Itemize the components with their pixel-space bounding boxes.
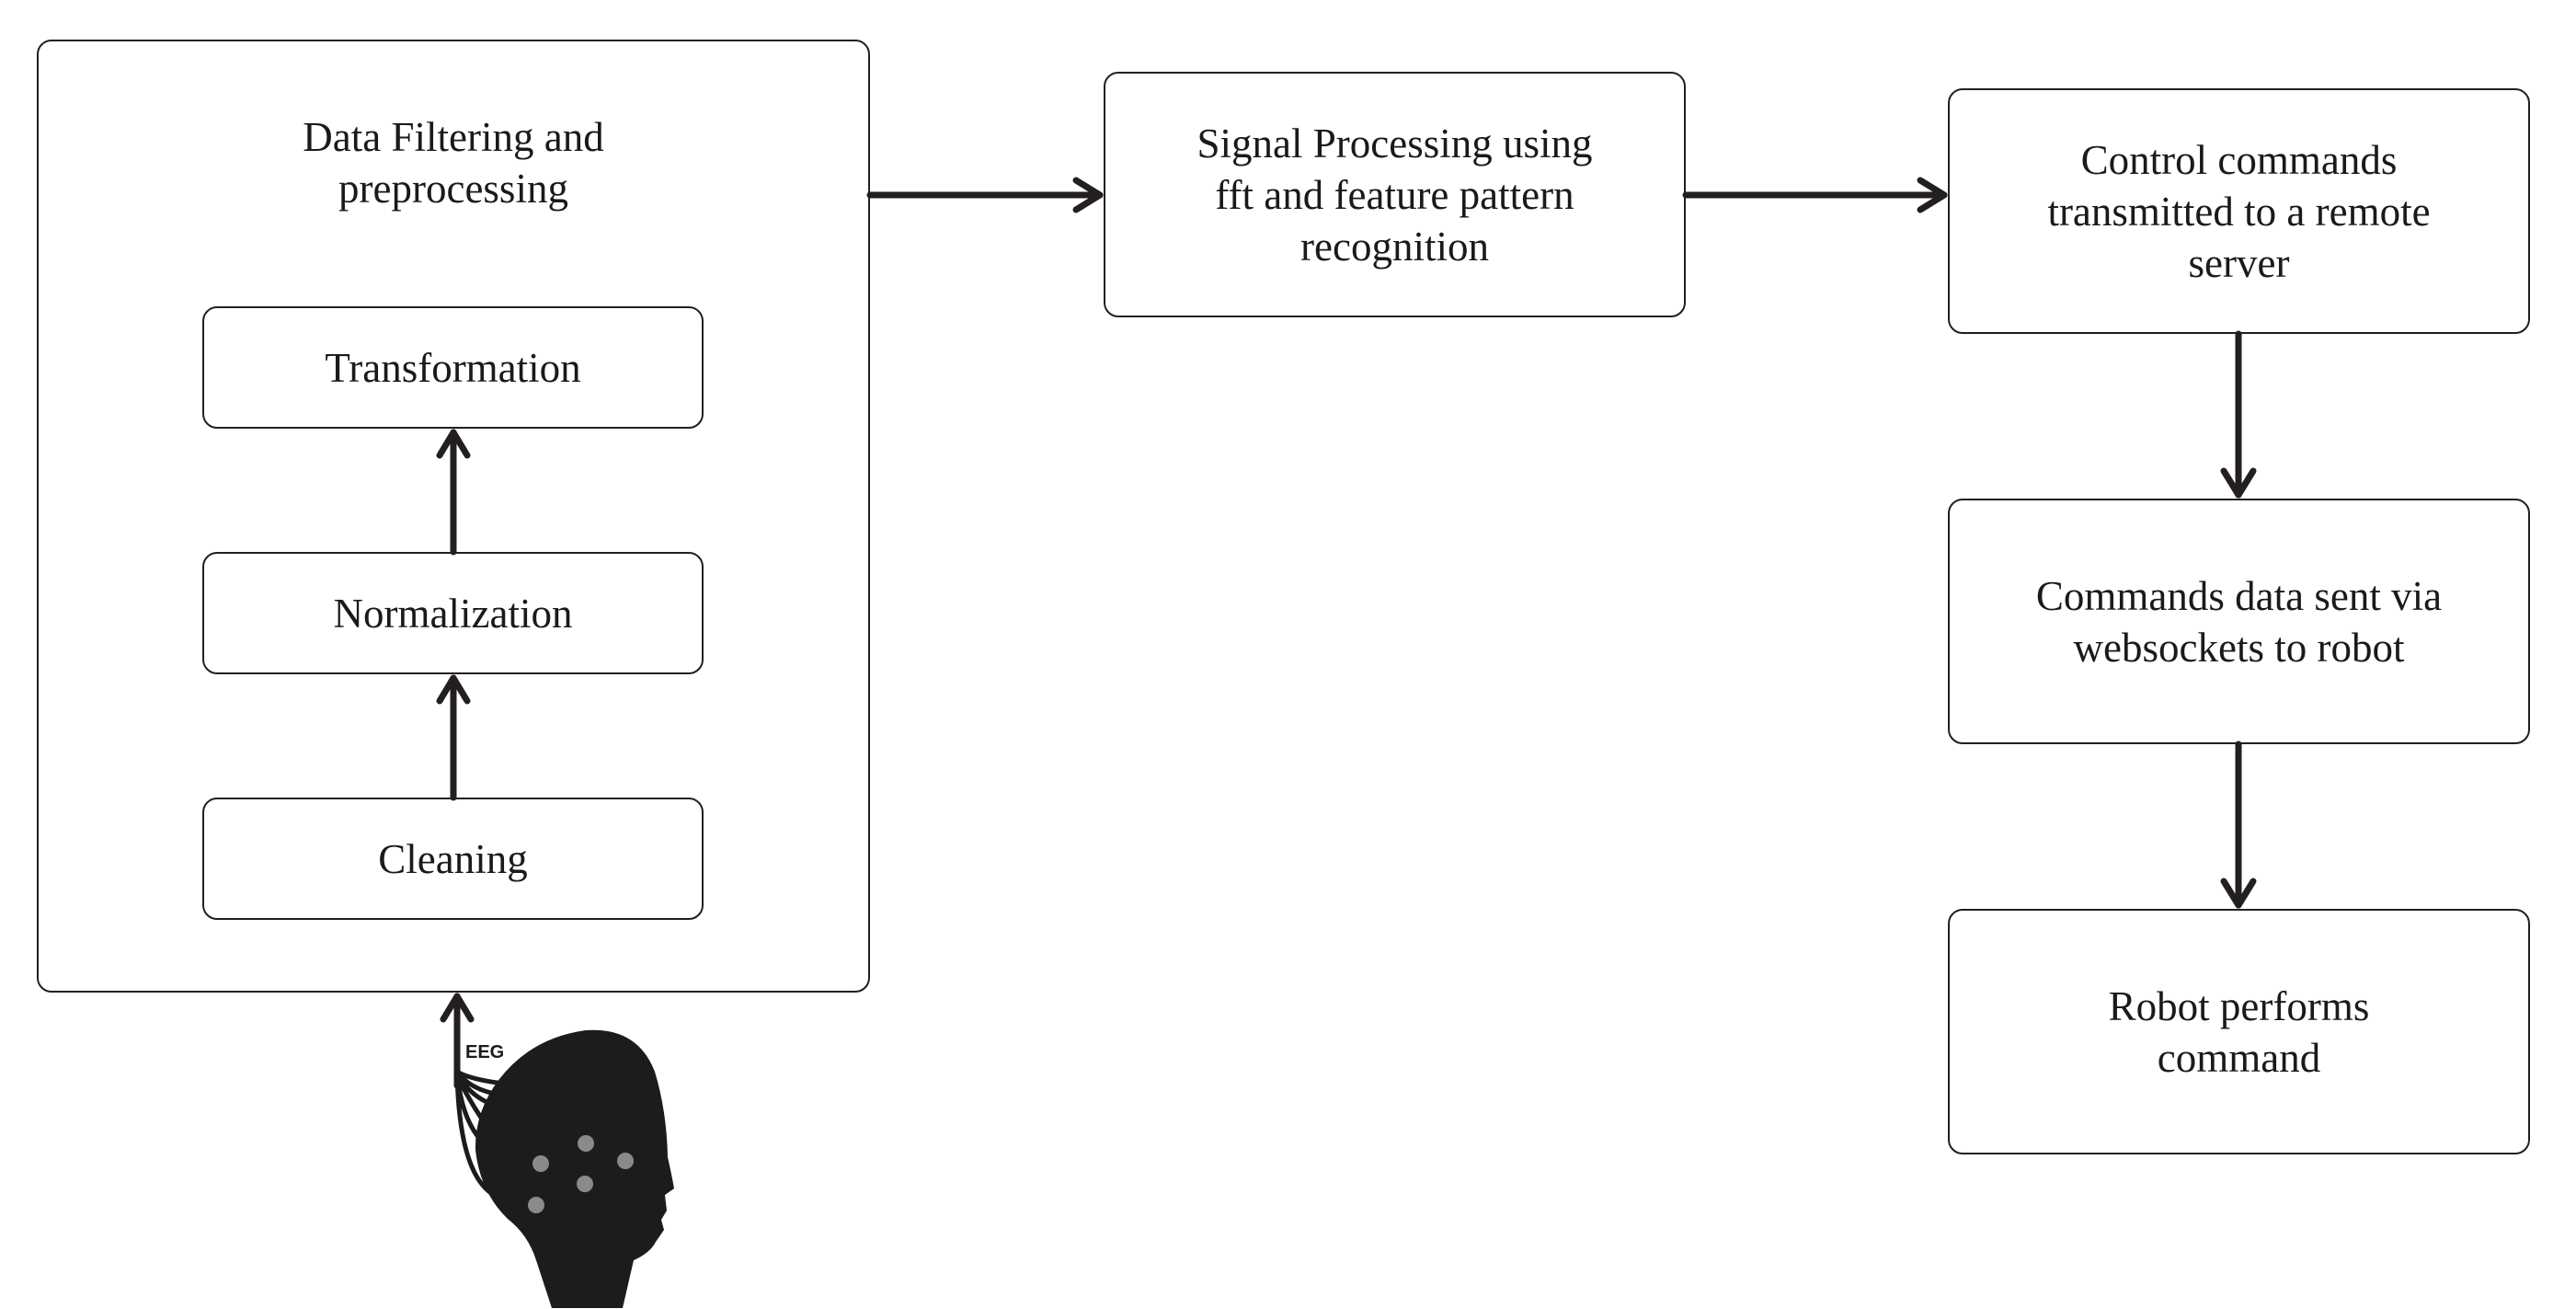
signal-processing-label: Signal Processing using fft and feature … xyxy=(1178,118,1610,272)
cleaning-box: Cleaning xyxy=(202,798,704,920)
control-commands-label: Control commands transmitted to a remote… xyxy=(2029,134,2448,289)
arrow-head-eeg-to-group xyxy=(440,993,475,1023)
robot-line2: command xyxy=(2157,1034,2321,1081)
eeg-wire xyxy=(454,1069,587,1107)
control-commands-box: Control commands transmitted to a remote… xyxy=(1948,88,2530,334)
cleaning-label: Cleaning xyxy=(378,835,528,882)
arrow-head-group-to-signal xyxy=(1072,177,1104,213)
electrodes xyxy=(526,1133,635,1215)
electrode-icon xyxy=(576,1133,596,1154)
control-line3: server xyxy=(2188,239,2290,286)
head-silhouette-icon xyxy=(475,1029,674,1308)
transformation-box: Transformation xyxy=(202,306,704,429)
eeg-wire xyxy=(454,1069,628,1116)
transformation-label: Transformation xyxy=(325,344,581,391)
eeg-label: EEG xyxy=(465,1042,504,1062)
control-line1: Control commands xyxy=(2080,136,2398,183)
commands-websocket-box: Commands data sent via websockets to rob… xyxy=(1948,499,2530,744)
arrow-head-control-to-commands xyxy=(2220,467,2257,499)
arrow-head-cleaning-to-normalization xyxy=(436,674,471,705)
commands-websocket-label: Commands data sent via websockets to rob… xyxy=(2018,570,2460,673)
eeg-wire xyxy=(454,1069,589,1140)
commands-line2: websockets to robot xyxy=(2073,624,2405,671)
signal-processing-box: Signal Processing using fft and feature … xyxy=(1104,72,1686,317)
robot-performs-label: Robot performs command xyxy=(2090,981,2388,1084)
control-line2: transmitted to a remote xyxy=(2047,188,2431,235)
group-title-line1: Data Filtering and xyxy=(303,114,604,160)
electrode-icon xyxy=(531,1154,551,1174)
arrow-head-commands-to-robot xyxy=(2220,878,2257,909)
electrode-icon xyxy=(615,1151,635,1171)
normalization-label: Normalization xyxy=(333,590,573,637)
commands-line1: Commands data sent via xyxy=(2035,572,2443,619)
robot-line1: Robot performs xyxy=(2108,982,2370,1029)
arrow-head-normalization-to-transformation xyxy=(436,429,471,459)
arrow-head-signal-to-control xyxy=(1917,177,1948,213)
eeg-wire xyxy=(454,1069,544,1166)
group-title: Data Filtering and preprocessing xyxy=(39,111,868,214)
group-title-line2: preprocessing xyxy=(338,166,568,212)
signal-line3: recognition xyxy=(1300,223,1489,270)
eeg-wire xyxy=(454,1074,544,1206)
signal-line1: Signal Processing using xyxy=(1196,120,1593,166)
normalization-box: Normalization xyxy=(202,552,704,674)
signal-line2: fft and feature pattern xyxy=(1215,171,1574,218)
electrode-icon xyxy=(526,1195,546,1215)
electrode-icon xyxy=(575,1174,595,1194)
robot-performs-box: Robot performs command xyxy=(1948,909,2530,1154)
